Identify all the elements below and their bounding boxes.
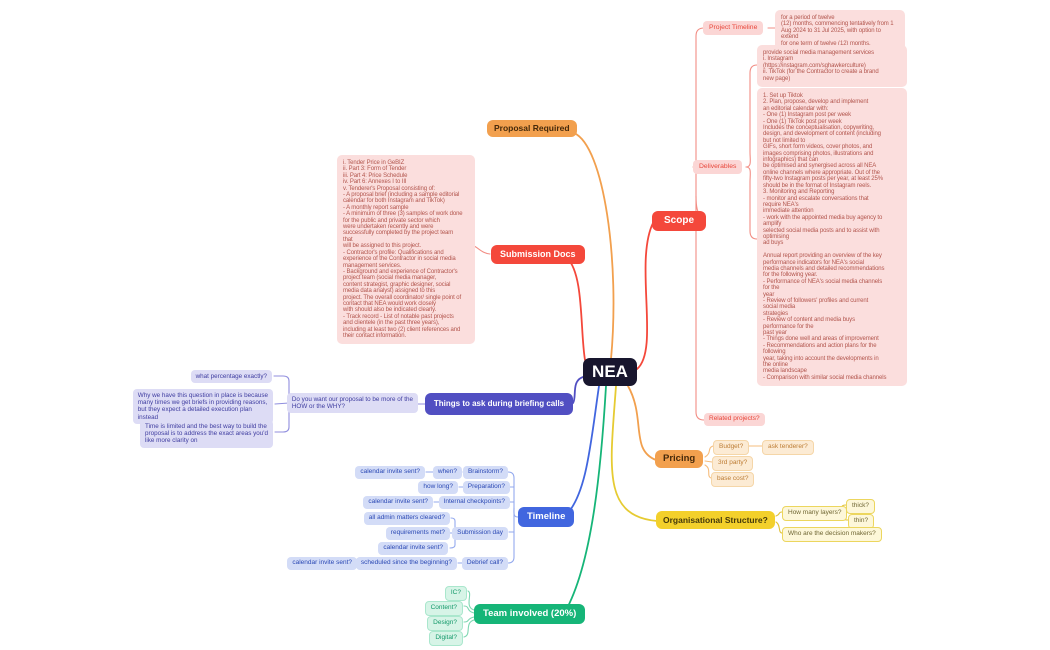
central-topic-nea[interactable]: NEA — [583, 358, 637, 386]
node-when[interactable]: when? — [432, 466, 462, 479]
node-calendar-invite-1[interactable]: calendar invite sent? — [355, 466, 425, 479]
node-briefing-calls[interactable]: Things to ask during briefing calls — [425, 393, 573, 415]
node-briefing-percentage[interactable]: what percentage exactly? — [190, 370, 272, 384]
note-deliverables-details[interactable]: 1. Set up Tiktok 2. Plan, propose, devel… — [757, 88, 907, 387]
scope-branch-connectors — [462, 27, 776, 421]
node-timeline[interactable]: Timeline — [518, 507, 575, 527]
note-deliverables-channels[interactable]: provide social media management services… — [757, 45, 907, 88]
node-calendar-invite-3[interactable]: calendar invite sent? — [378, 542, 448, 555]
node-ic[interactable]: IC? — [444, 586, 467, 601]
node-briefing-time[interactable]: Time is limited and the best way to buil… — [139, 420, 273, 448]
node-team-involved[interactable]: Team involved (20%) — [474, 604, 586, 624]
node-calendar-invite-4[interactable]: calendar invite sent? — [287, 557, 357, 570]
node-design[interactable]: Design? — [427, 616, 463, 631]
node-briefing-why[interactable]: Why we have this question in place is be… — [132, 389, 273, 424]
node-digital[interactable]: Digital? — [429, 631, 463, 646]
node-submission-docs[interactable]: Submission Docs — [491, 245, 585, 264]
note-submission-docs[interactable]: i. Tender Price in GeBIZ ii. Part 3: For… — [337, 155, 475, 345]
node-content[interactable]: Content? — [424, 601, 463, 616]
node-internal-checkpoints[interactable]: Internal checkpoints? — [438, 496, 510, 509]
node-3rd-party[interactable]: 3rd party? — [712, 456, 754, 471]
node-base-cost[interactable]: base cost? — [711, 472, 755, 487]
node-submission-day[interactable]: Submission day — [452, 527, 508, 540]
node-proposal-required[interactable]: Proposal Required — [487, 120, 577, 137]
node-scheduled-beginning[interactable]: scheduled since the beginning? — [355, 557, 457, 570]
node-ask-tenderer[interactable]: ask tenderer? — [762, 440, 814, 455]
node-thick[interactable]: thick? — [846, 499, 875, 514]
node-brainstorm[interactable]: Brainstorm? — [462, 466, 508, 479]
node-related-projects[interactable]: Related projects? — [704, 413, 765, 426]
node-org-structure[interactable]: Organisational Structure? — [656, 511, 775, 529]
node-how-many-layers[interactable]: How many layers? — [782, 506, 848, 521]
node-calendar-invite-2[interactable]: calendar invite sent? — [363, 496, 433, 509]
node-preparation[interactable]: Preparation? — [462, 481, 510, 494]
node-requirements-met[interactable]: requirements met? — [385, 527, 450, 540]
node-pricing[interactable]: Pricing — [655, 450, 704, 468]
node-briefing-question[interactable]: Do you want our proposal to be more of t… — [286, 393, 418, 414]
node-decision-makers[interactable]: Who are the decision makers? — [782, 527, 882, 542]
node-project-timeline[interactable]: Project Timeline — [703, 21, 764, 35]
node-how-long[interactable]: how long? — [418, 481, 458, 494]
node-debrief-call[interactable]: Debrief call? — [461, 557, 508, 570]
node-scope[interactable]: Scope — [652, 211, 707, 231]
node-deliverables[interactable]: Deliverables — [693, 160, 743, 174]
main-branch-connectors — [564, 132, 658, 613]
node-budget[interactable]: Budget? — [713, 440, 750, 455]
team-branch-connectors — [463, 590, 475, 638]
node-admin-cleared[interactable]: all admin matters cleared? — [363, 512, 450, 525]
